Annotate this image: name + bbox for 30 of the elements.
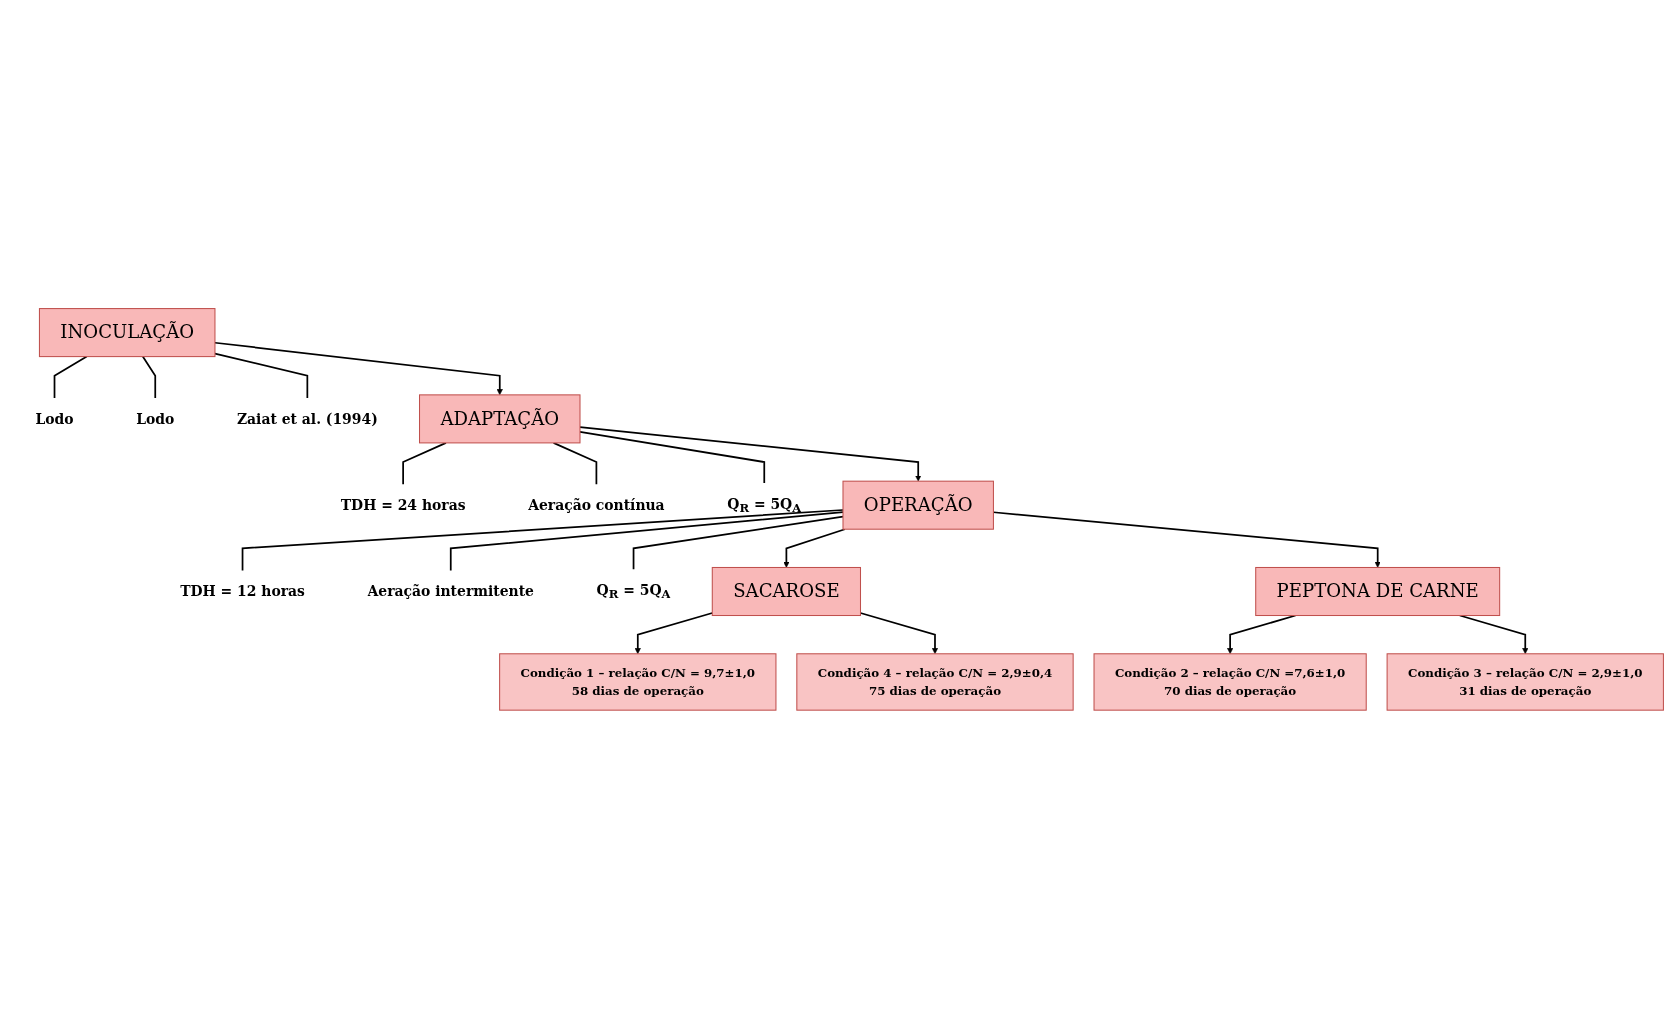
node-text: TDH = 24 horas (340, 496, 466, 514)
node-box (419, 394, 581, 444)
flow-diagram: INOCULAÇÃO Lodo Lodo Zaiat et al. (1994) ADAPTAÇÃO TDH = 24 horas Aeração contínua Q$_{R}$ = 5Q$_{A}$ OPERAÇÃO TDH = 12 horas Aeração intermitente Q$_{R}$ = 5Q$_{A}$ SACAROSE PEPTONA DE CARNE Condição 1 – relação C/N = 9,7±1,0 58 dias de operação Condição 4 – relação C/N = 2,9±0,4 75 dias de operação Condição 2 – relação C/N =7,6±1,0 70 dias de operação Condição 3 – relação C/N = 2,9±1,0 31 dias de operação (9, 303, 1669, 716)
arrow (634, 612, 714, 655)
node-box (1386, 653, 1664, 711)
node-text: Aeração contínua (528, 496, 665, 514)
node-box (499, 653, 777, 711)
node-box (1255, 567, 1501, 617)
connector (141, 355, 157, 399)
connector (632, 515, 844, 571)
connector (214, 352, 309, 399)
connector (241, 509, 844, 572)
node-text: Zaiat et al. (1994) (236, 410, 378, 428)
connector (402, 442, 447, 486)
node-box (711, 567, 861, 617)
node-text: Q$_{R}$ = 5Q$_{A}$ (596, 581, 671, 602)
connector (53, 355, 88, 399)
node-text: TDH = 12 horas (180, 583, 305, 600)
connector (449, 511, 844, 572)
node-box (1093, 653, 1367, 711)
node-text: Q$_{R}$ = 5Q$_{A}$ (727, 495, 802, 516)
node-box (38, 308, 216, 358)
arrow (214, 342, 503, 396)
node-box (796, 653, 1074, 711)
arrow (783, 528, 846, 568)
node-text: Lodo (136, 410, 175, 428)
node-box (842, 480, 994, 530)
node-text: Aeração intermitente (367, 583, 534, 600)
arrow (859, 612, 939, 655)
node-text: Lodo (35, 410, 74, 428)
